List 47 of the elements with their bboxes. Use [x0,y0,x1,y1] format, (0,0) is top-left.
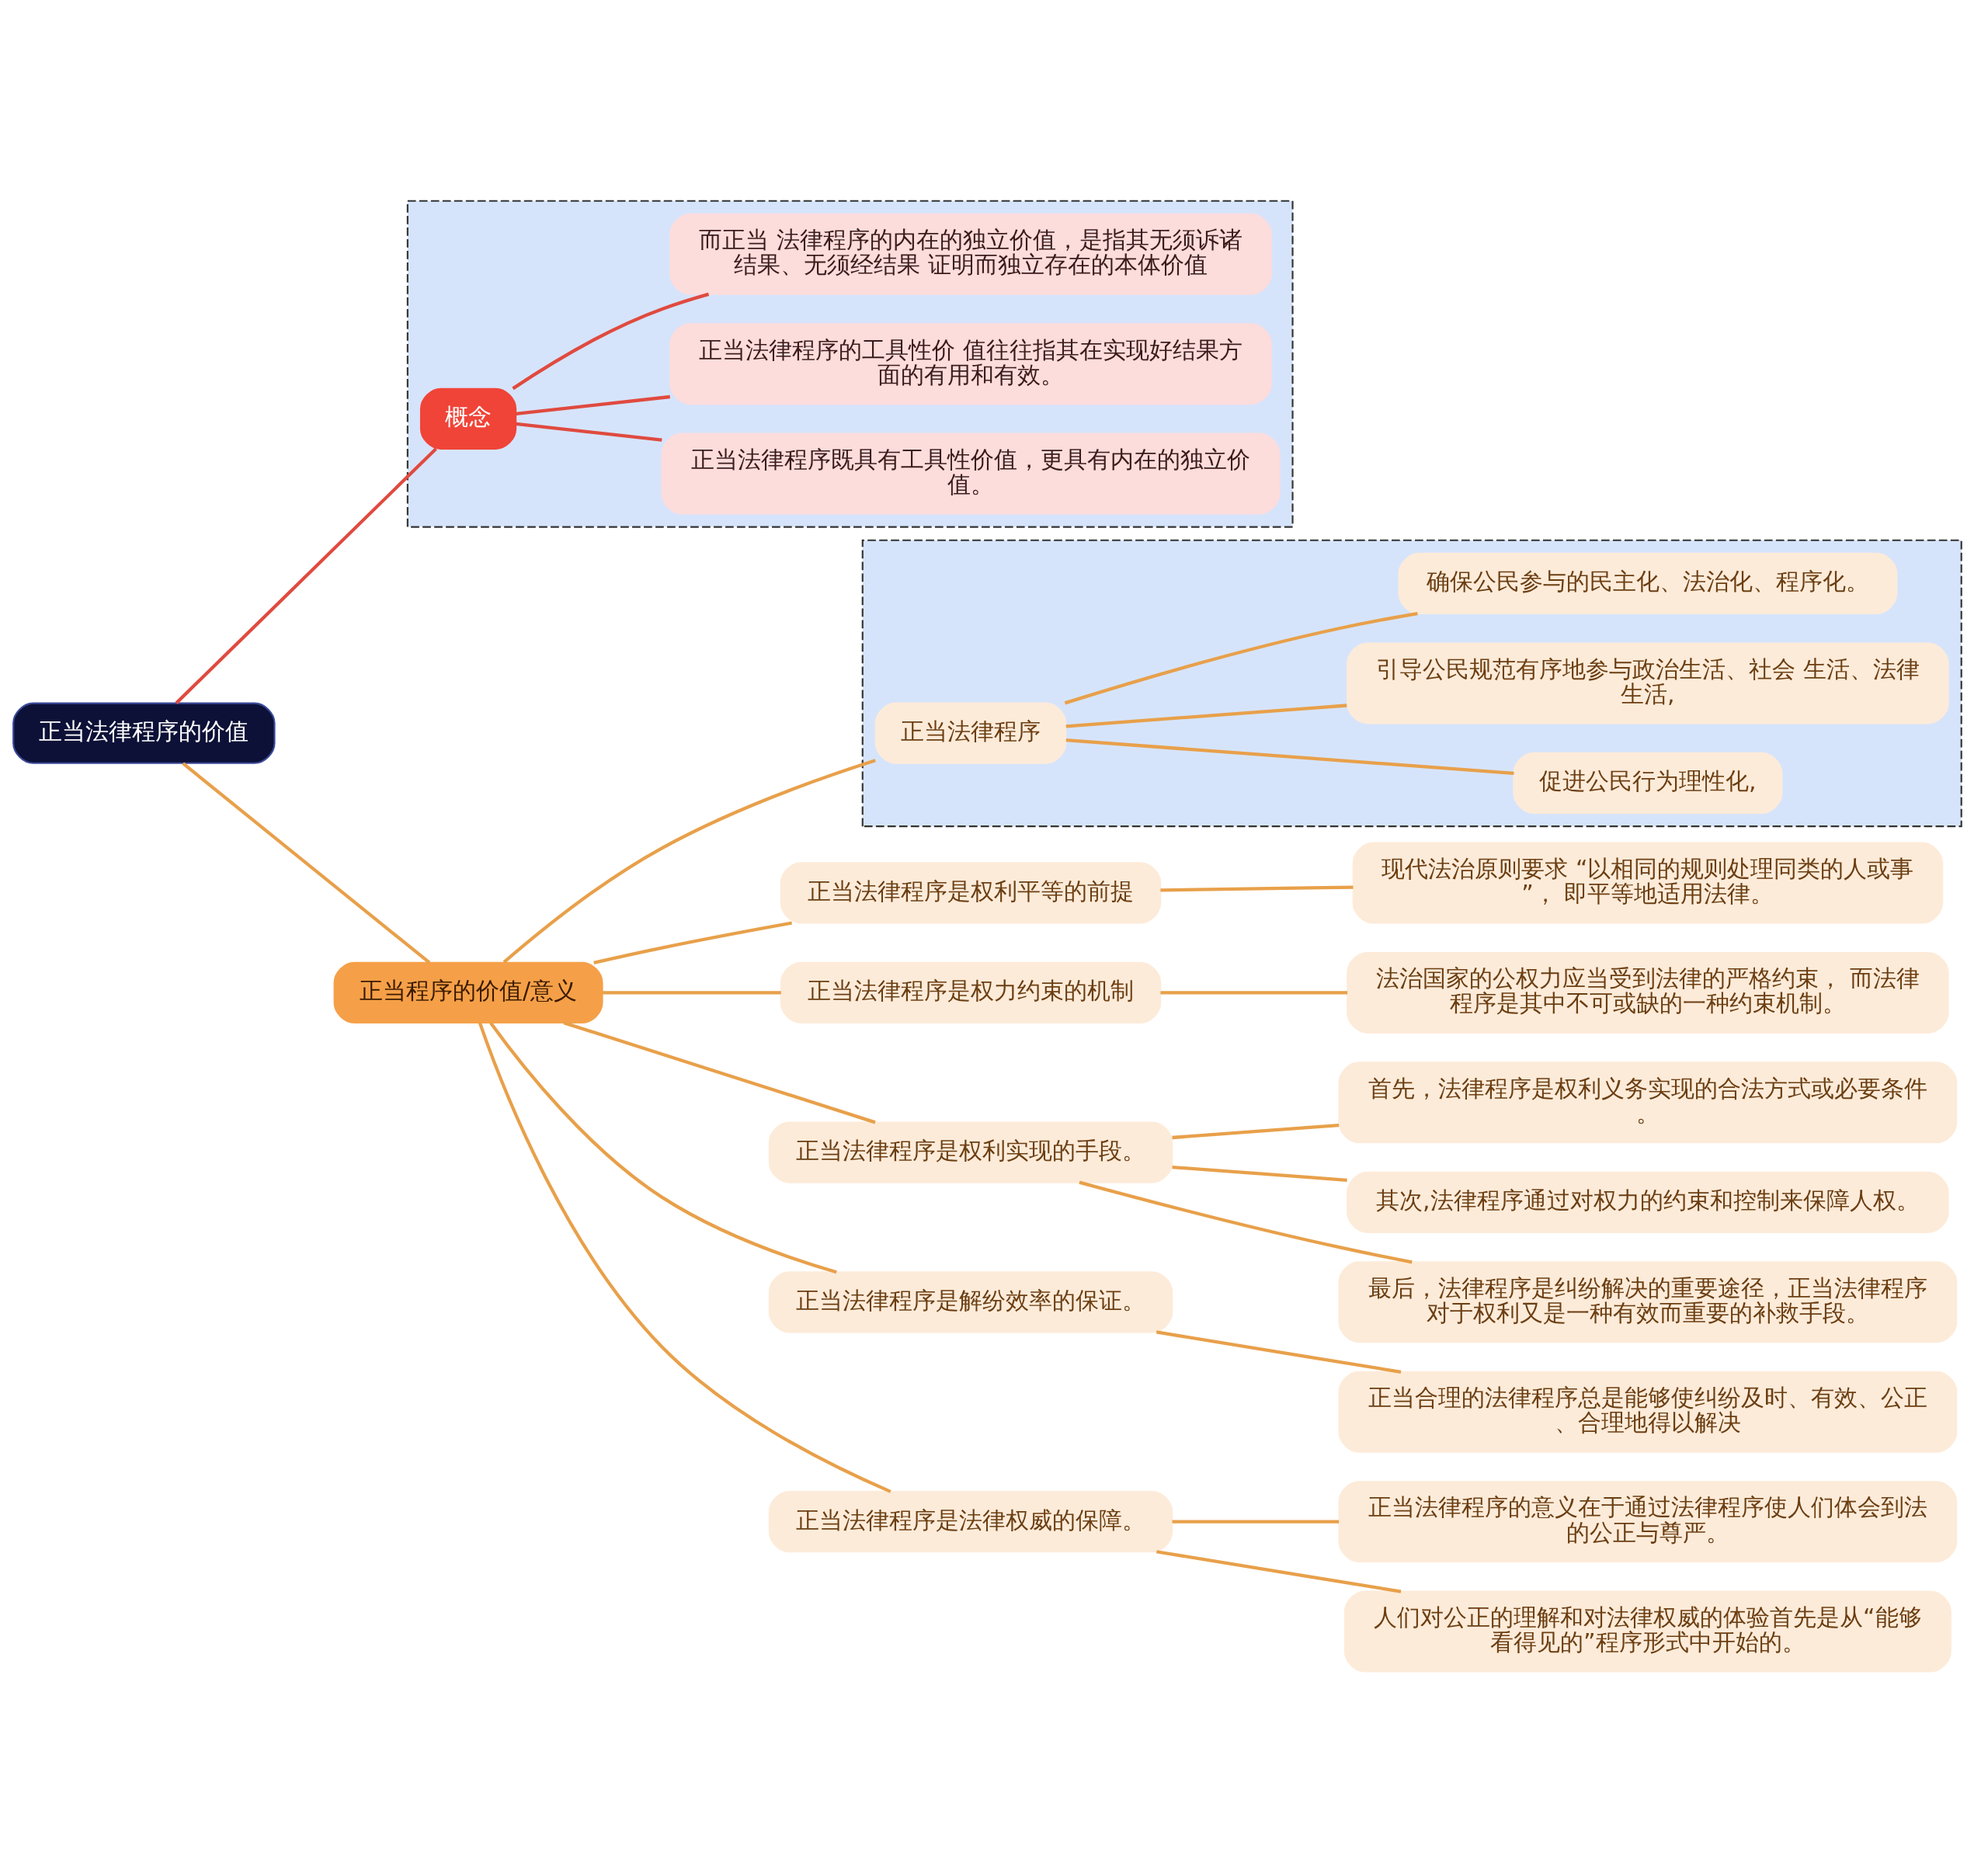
node-box: 正当法律程序是法律权威的保障。 [768,1491,1173,1553]
connector [593,921,793,964]
node-box: 正当法律程序既具有工具性价值，更具有内在的独立价值。 [661,433,1281,515]
node-box: 概念 [419,387,517,450]
connector [182,762,431,964]
node-box: 正当合理的法律程序总是能够使纠纷及时、有效、公正、合理地得以解决 [1338,1371,1958,1453]
connector [502,759,876,964]
node-box: 正当程序的价值/意义 [333,961,603,1024]
node-box: 而正当 法律程序的内在的独立价值，是指其无须诉诸结果、无须经结果 证明而独立存在的本体价值 [669,213,1272,295]
connector [1160,885,1354,892]
node-box: 正当法律程序 [874,702,1067,764]
node-box: 最后，法律程序是纠纷解决的重要途径，正当法律程序对于权利又是一种有效而重要的补救手段。 [1338,1261,1958,1343]
connector [1065,738,1514,775]
connector [602,991,781,995]
connector [1156,1550,1402,1593]
node-box: 法治国家的公权力应当受到法律的严格约束， 而法律程序是其中不可或缺的一种约束机制。 [1347,951,1949,1034]
node-box: 现代法治原则要求 “以相同的规则处理同类的人或事”， 即平等地适用法律。 [1352,842,1944,924]
node-box: 引导公民规范有序地参与政治生活、社会 生活、法律生活, [1347,642,1949,724]
node-box: 首先，法律程序是权利义务实现的合法方式或必要条件。 [1338,1062,1958,1144]
node-box: 正当法律程序是权利平等的前提 [780,862,1162,924]
connector [175,447,437,704]
connector [563,1021,876,1124]
connector [1160,991,1348,995]
node-box: 正当法律程序是权利实现的手段。 [768,1121,1173,1183]
connector [1172,1166,1347,1182]
connector [1172,1123,1340,1140]
connector [1065,704,1347,728]
connector [478,1022,891,1493]
connector [512,292,710,391]
connector [516,394,670,415]
node-box: 正当法律程序是权力约束的机制 [780,961,1162,1024]
node-box: 正当法律程序的工具性价 值往往指其在实现好结果方面的有用和有效。 [669,323,1272,405]
connector [516,422,662,442]
cluster [406,200,1294,528]
node-box: 人们对公正的理解和对法律权威的体验首先是从“能够看得见的”程序形式中开始的。 [1343,1590,1952,1673]
connector [489,1021,837,1274]
node-box: 确保公民参与的民主化、法治化、程序化。 [1398,552,1898,615]
connector [1172,1520,1340,1524]
connector [1079,1180,1413,1264]
node-box: 正当法律程序的意义在于通过法律程序使人们体会到法的公正与尊严。 [1338,1481,1958,1563]
node-box: 促进公民行为理性化, [1513,752,1783,815]
cluster [861,539,1962,828]
node-box: 正当法律程序的价值 [12,702,276,764]
connector [1156,1330,1402,1374]
connector [1064,611,1418,705]
node-box: 其次,法律程序通过对权力的约束和控制来保障人权。 [1347,1171,1949,1233]
node-box: 正当法律程序是解纷效率的保证。 [768,1271,1173,1333]
